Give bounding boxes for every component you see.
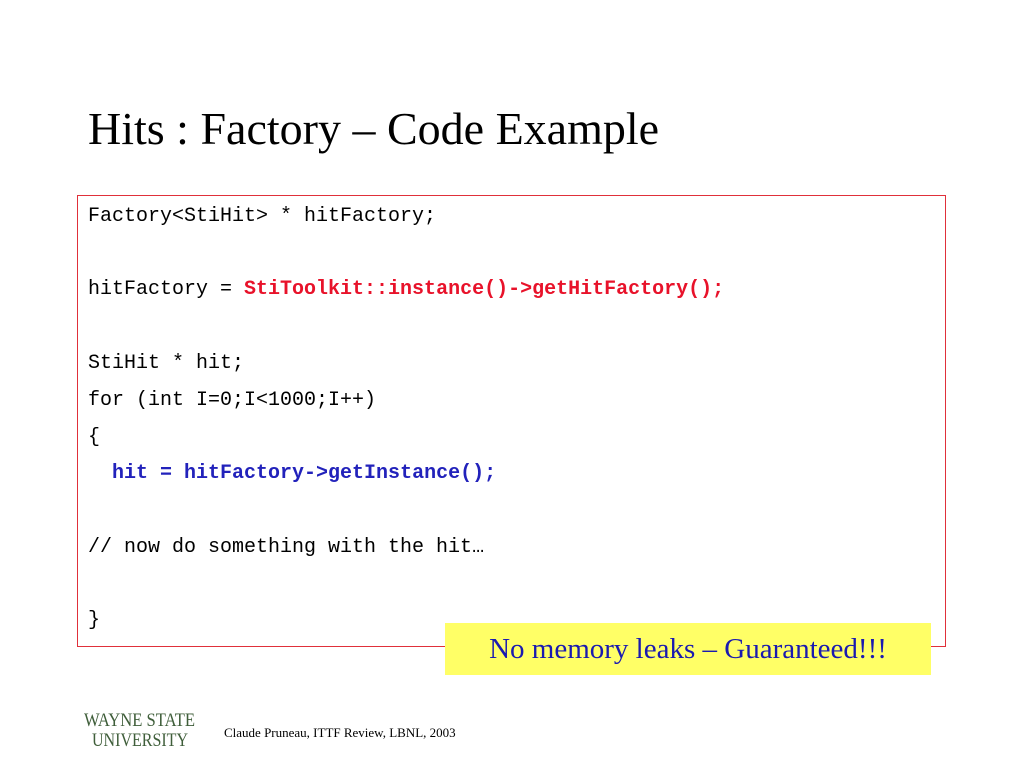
logo-line-university: UNIVERSITY xyxy=(92,730,188,750)
footer-credit: Claude Pruneau, ITTF Review, LBNL, 2003 xyxy=(224,725,456,740)
code-line-for-loop: for (int I=0;I<1000;I++) xyxy=(88,389,377,412)
code-line-getinstance: hit = hitFactory->getInstance(); xyxy=(88,462,496,486)
code-line-comment: // now do something with the hit… xyxy=(88,536,485,559)
logo-line-wayne-state: WAYNE STATE xyxy=(84,710,195,731)
code-indent xyxy=(88,462,112,485)
callout-text: No memory leaks – Guaranteed!!! xyxy=(489,632,887,665)
code-assign-prefix: hitFactory = xyxy=(88,278,245,301)
code-line-factory-decl: Factory<StiHit> * hitFactory; xyxy=(88,205,437,228)
code-highlight-getinstance: hit = hitFactory->getInstance(); xyxy=(112,462,497,485)
code-line-close-brace: } xyxy=(88,609,101,632)
code-line-hitfactory-assign: hitFactory = StiToolkit::instance()->get… xyxy=(88,278,724,302)
slide-title: Hits : Factory – Code Example xyxy=(88,103,660,154)
code-highlight-gethitfactory: StiToolkit::instance()->getHitFactory(); xyxy=(244,278,725,301)
wayne-state-university-logo: WAYNE STATE UNIVERSITY xyxy=(84,710,195,750)
callout-no-memory-leaks: No memory leaks – Guaranteed!!! xyxy=(445,623,931,675)
code-line-open-brace: { xyxy=(88,426,101,449)
code-line-stihit-decl: StiHit * hit; xyxy=(88,352,245,375)
code-box xyxy=(77,195,946,647)
